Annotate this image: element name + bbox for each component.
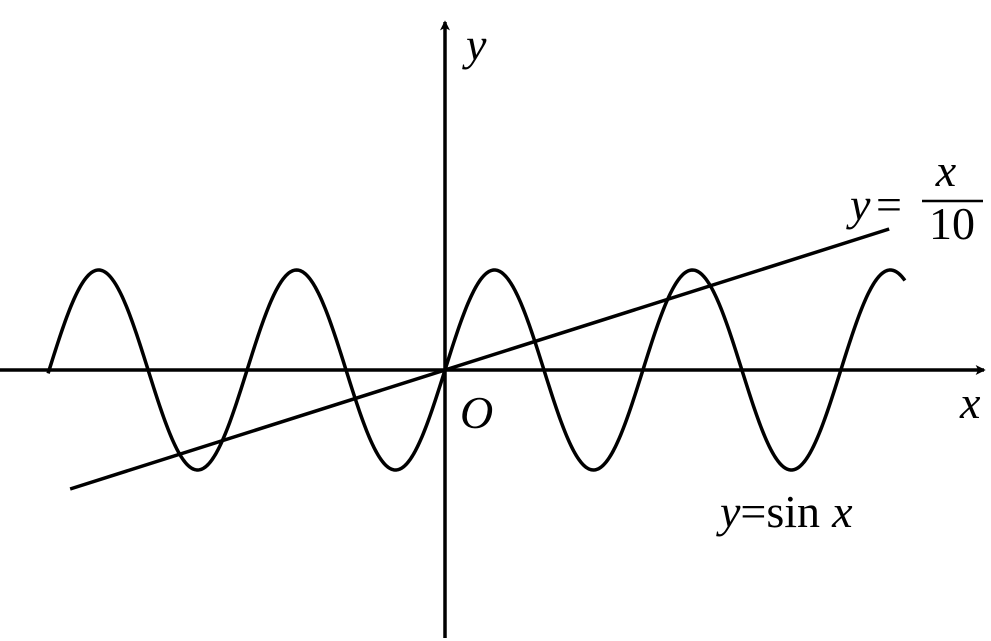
linear-label-y: y bbox=[846, 179, 871, 230]
sine-label-y: y bbox=[716, 486, 741, 537]
linear-label-equals: = bbox=[876, 179, 902, 230]
y-axis-label: y bbox=[462, 19, 487, 70]
sine-label-equals: = bbox=[740, 486, 766, 537]
linear-label-numerator: x bbox=[935, 145, 957, 196]
sine-label-func: sin bbox=[766, 486, 820, 537]
sine-label-var: x bbox=[831, 486, 853, 537]
linear-function-label: y = x 10 bbox=[846, 145, 983, 249]
linear-label-denominator: 10 bbox=[929, 198, 975, 249]
x-axis-label: x bbox=[959, 377, 981, 428]
linear-line bbox=[69, 227, 890, 491]
origin-label: O bbox=[460, 387, 493, 438]
sine-curve bbox=[46, 268, 907, 472]
